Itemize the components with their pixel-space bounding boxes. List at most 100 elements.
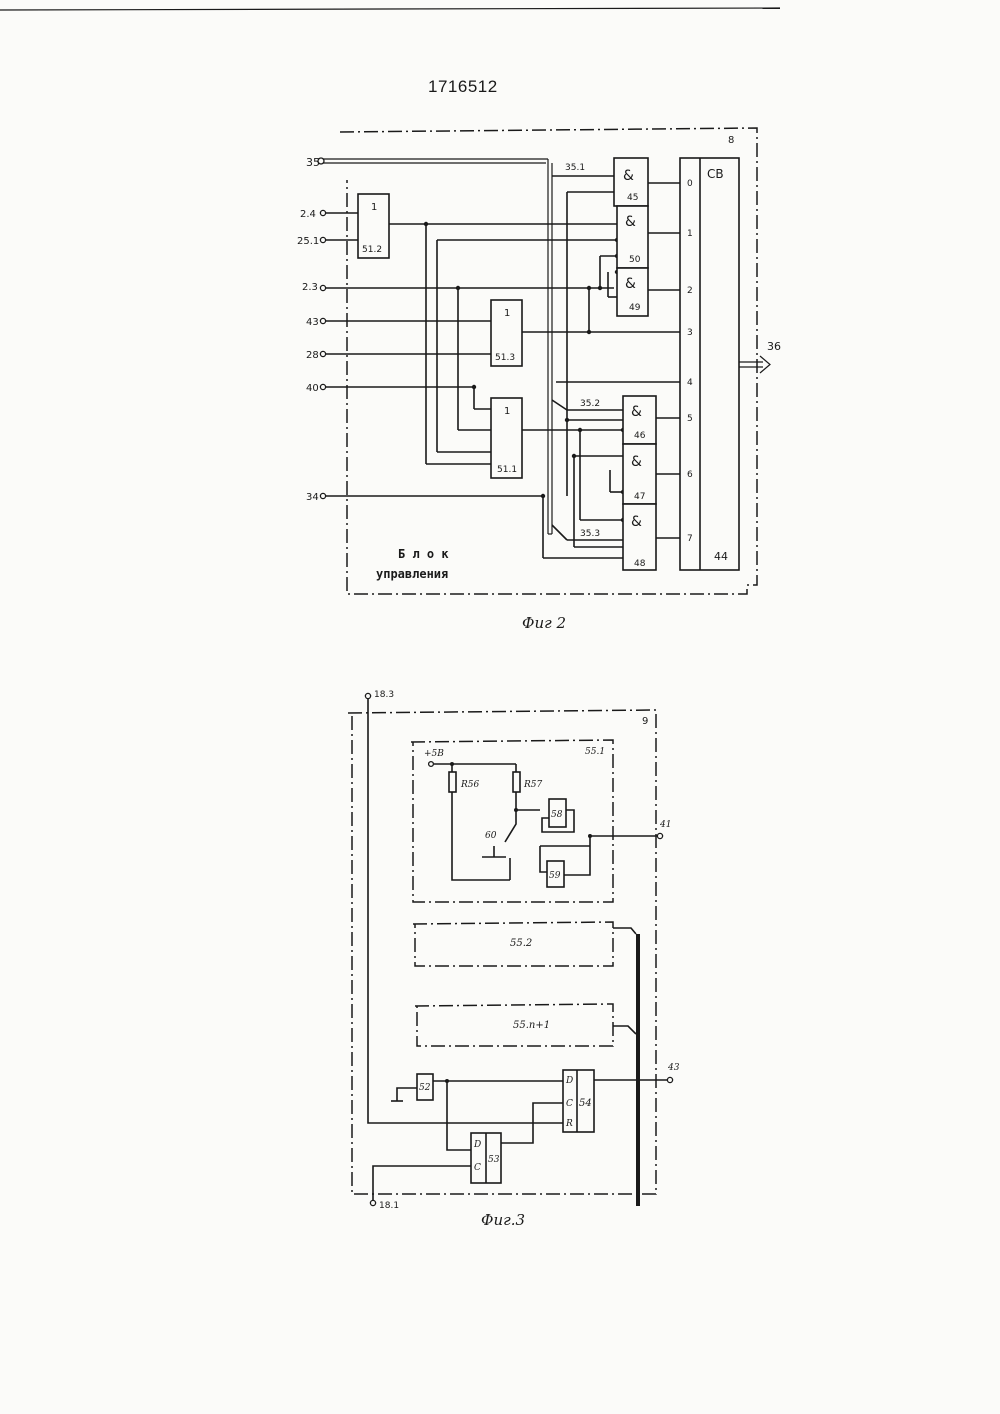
cell-55-2: 55.2 — [413, 922, 636, 966]
fig2-inputs: 35 2.4 25.1 2.3 43 28 40 34 — [297, 156, 326, 503]
svg-text:&: & — [625, 276, 636, 292]
fig2-caption: Фиг 2 — [522, 614, 566, 632]
svg-text:51.3: 51.3 — [495, 353, 515, 363]
svg-text:2: 2 — [687, 286, 693, 296]
terminal-2.4 — [320, 210, 325, 215]
label-35.2: 35.2 — [580, 399, 600, 409]
svg-text:55.n+1: 55.n+1 — [513, 1020, 550, 1031]
svg-text:1: 1 — [687, 229, 693, 239]
label-18.1: 18.1 — [379, 1201, 399, 1211]
and-gate-50: & 50 — [617, 206, 648, 268]
fig3-boundary — [348, 710, 656, 1194]
terminal-43-output — [667, 1077, 672, 1082]
terminal-25.1 — [320, 237, 325, 242]
patent-number: 1716512 — [428, 77, 498, 96]
terminal-18.1 — [370, 1200, 375, 1205]
svg-text:1: 1 — [504, 406, 510, 417]
resistor-r57 — [513, 772, 520, 792]
cell-55-1: 55.1 +5В R56 R57 60 58 59 — [411, 740, 657, 902]
svg-text:49: 49 — [629, 303, 641, 313]
label-41: 41 — [659, 820, 671, 830]
label-35.1: 35.1 — [565, 163, 585, 173]
label-2.4: 2.4 — [300, 209, 316, 220]
label-35.3: 35.3 — [580, 529, 600, 539]
and-gate-48: & 48 — [623, 504, 656, 570]
svg-text:48: 48 — [634, 559, 646, 569]
svg-text:52: 52 — [419, 1083, 431, 1093]
or-gate-51-3: 1 51.3 — [491, 300, 522, 366]
block-title-line2: управления — [376, 567, 448, 581]
or-gate-51-2: 1 51.2 — [358, 194, 389, 258]
svg-text:6: 6 — [687, 470, 693, 480]
fig3-caption: Фиг.3 — [481, 1211, 525, 1229]
svg-text:&: & — [631, 454, 642, 470]
terminal-34 — [320, 493, 325, 498]
svg-text:C: C — [474, 1163, 481, 1173]
svg-text:R: R — [565, 1119, 573, 1129]
svg-text:&: & — [625, 214, 636, 230]
fig2-block-label: 8 — [728, 135, 734, 146]
svg-text:D: D — [565, 1076, 573, 1086]
and-gate-49: & 49 — [617, 268, 648, 316]
fig3-block-label: 9 — [642, 716, 648, 727]
svg-text:3: 3 — [687, 328, 693, 338]
label-2.3: 2.3 — [302, 282, 318, 293]
svg-text:58: 58 — [551, 810, 563, 820]
svg-text:+5В: +5В — [424, 749, 444, 759]
svg-text:5: 5 — [687, 414, 693, 424]
trigger-54: D C R 54 — [563, 1070, 594, 1132]
top-rule — [0, 8, 780, 10]
svg-text:0: 0 — [687, 179, 693, 189]
encoder-44: СВ 44 0 1 2 3 4 5 6 7 — [680, 158, 739, 570]
svg-text:&: & — [631, 404, 642, 420]
terminal-41 — [657, 833, 662, 838]
terminal-40 — [320, 384, 325, 389]
svg-text:60: 60 — [485, 831, 497, 841]
svg-text:51.2: 51.2 — [362, 245, 382, 255]
label-43-output: 43 — [667, 1063, 680, 1073]
output-36-arrow: 36 — [739, 340, 781, 373]
svg-text:D: D — [473, 1140, 481, 1150]
label-40: 40 — [306, 383, 319, 394]
svg-text:53: 53 — [488, 1155, 500, 1165]
svg-text:&: & — [631, 514, 642, 530]
label-25.1: 25.1 — [297, 236, 319, 247]
terminal-supply — [429, 762, 434, 767]
svg-text:44: 44 — [714, 550, 728, 563]
svg-text:50: 50 — [629, 255, 641, 265]
svg-text:R56: R56 — [460, 780, 480, 790]
terminal-18.3 — [365, 693, 370, 698]
svg-text:54: 54 — [579, 1098, 592, 1109]
label-28: 28 — [306, 350, 319, 361]
fig3-block: 9 18.3 18.1 55.1 +5В R56 R57 60 — [348, 690, 680, 1211]
svg-text:47: 47 — [634, 492, 645, 502]
fig2-control-block: 8 35 2.4 25.1 2.3 43 28 40 34 — [297, 128, 781, 594]
svg-text:1: 1 — [504, 308, 510, 319]
svg-text:45: 45 — [627, 193, 638, 203]
trigger-53: D C 53 — [471, 1103, 563, 1183]
resistor-r56 — [449, 772, 456, 792]
svg-text:59: 59 — [549, 871, 561, 881]
svg-text:46: 46 — [634, 431, 646, 441]
svg-text:C: C — [566, 1099, 573, 1109]
svg-text:R57: R57 — [523, 780, 543, 790]
svg-text:51.1: 51.1 — [497, 465, 517, 475]
svg-text:36: 36 — [767, 340, 781, 353]
label-34: 34 — [306, 492, 319, 503]
svg-text:4: 4 — [687, 378, 693, 388]
terminal-28 — [320, 351, 325, 356]
svg-text:&: & — [623, 168, 634, 184]
label-43: 43 — [306, 317, 319, 328]
svg-text:55.1: 55.1 — [585, 747, 605, 757]
svg-text:7: 7 — [687, 534, 693, 544]
svg-text:55.2: 55.2 — [510, 938, 532, 949]
svg-text:1: 1 — [371, 202, 377, 213]
and-gate-47: & 47 — [623, 444, 656, 504]
label-35: 35 — [306, 156, 320, 169]
cell-55-n-plus-1: 55.n+1 — [415, 1004, 636, 1046]
fig2-junctions — [424, 222, 625, 522]
and-gate-45: & 45 — [614, 158, 648, 206]
or-gate-51-1: 1 51.1 — [491, 398, 522, 478]
